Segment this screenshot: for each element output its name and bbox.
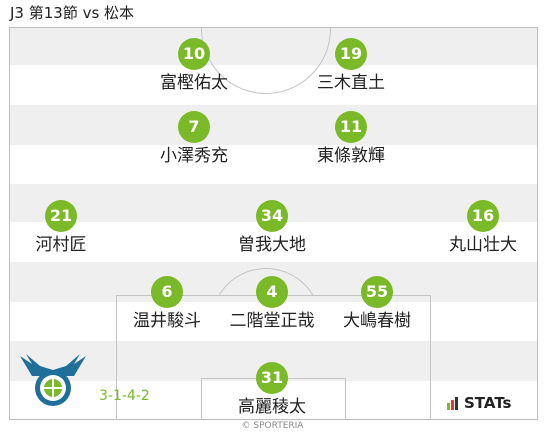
player-number-badge: 31 [256,362,288,394]
player-name: 小澤秀充 [160,146,228,166]
player-10[interactable]: 10 富樫佑太 [134,38,254,94]
pitch-stripe [10,105,537,145]
player-number-badge: 6 [151,276,183,308]
player-21[interactable]: 21 河村匠 [1,200,121,256]
player-name: 三木直土 [317,73,385,93]
player-number-badge: 19 [335,38,367,70]
player-name: 富樫佑太 [160,73,228,93]
player-name: 曽我大地 [238,235,306,255]
page-title: J3 第13節 vs 松本 [10,4,135,22]
player-name: 東條敦輝 [317,146,385,166]
player-34[interactable]: 34 曽我大地 [212,200,332,256]
player-number-badge: 4 [256,276,288,308]
player-name: 河村匠 [35,235,87,255]
player-name: 丸山壮大 [449,235,517,255]
player-6[interactable]: 6 温井駿斗 [107,276,227,332]
player-number-badge: 7 [178,111,210,143]
player-19[interactable]: 19 三木直土 [291,38,411,94]
player-7[interactable]: 7 小澤秀充 [134,111,254,167]
player-number-badge: 11 [335,111,367,143]
stats-bars-icon [447,396,459,410]
player-name: 高麗稜太 [238,397,306,417]
player-31[interactable]: 31 高麗稜太 [212,362,332,418]
club-crest-icon [18,352,88,414]
player-11[interactable]: 11 東條敦輝 [291,111,411,167]
player-number-badge: 10 [178,38,210,70]
player-name: 二階堂正哉 [229,311,315,331]
pitch [9,27,538,420]
stats-logo: STATs [447,394,511,412]
player-number-badge: 55 [361,276,393,308]
player-4[interactable]: 4 二階堂正哉 [212,276,332,332]
player-name: 大嶋春樹 [343,311,411,331]
player-number-badge: 21 [45,200,77,232]
formation-label: 3-1-4-2 [99,388,150,404]
player-16[interactable]: 16 丸山壮大 [423,200,543,256]
player-number-badge: 34 [256,200,288,232]
player-55[interactable]: 55 大嶋春樹 [317,276,437,332]
copyright: © SPORTERIA [241,421,304,431]
player-number-badge: 16 [467,200,499,232]
stats-logo-text: STATs [464,394,512,412]
player-name: 温井駿斗 [133,311,201,331]
